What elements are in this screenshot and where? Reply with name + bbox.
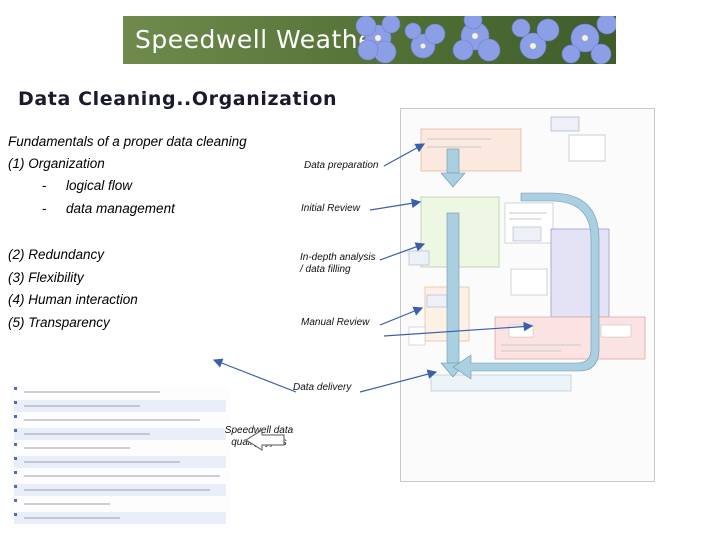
table-row [14,414,226,426]
quality-types-table [10,386,230,528]
sub-dash-2: - [42,201,47,216]
banner-title: Speedwell Weather [135,25,385,54]
table-row [14,442,226,454]
item-redundancy: (2) Redundancy [8,247,105,262]
stage-initial-review: Initial Review [301,203,360,214]
stage-in-depth-analysis: In-depth analysis / data filling [300,252,376,275]
flowchart-thumbnail [400,108,655,482]
sub-dash-1: - [42,178,47,193]
flower-image [355,16,616,64]
intro-heading: Fundamentals of a proper data cleaning [8,134,247,149]
table-text-lines [24,391,220,519]
item-human-interaction: (4) Human interaction [8,292,138,307]
stage-data-delivery: Data delivery [293,382,352,393]
item-flexibility: (3) Flexibility [8,270,84,285]
item-transparency: (5) Transparency [8,315,110,330]
table-row [14,470,226,482]
table-row [14,498,226,510]
left-arrow-icon [245,429,285,451]
stage-manual-review: Manual Review [301,317,370,328]
table-row [14,386,226,398]
banner: Speedwell Weather [123,16,616,64]
flowchart-diagram [408,116,646,392]
item-data-management: data management [66,201,175,216]
stage-data-preparation: Data preparation [304,160,379,171]
item-logical-flow: logical flow [66,178,133,193]
item-organization: (1) Organization [8,156,105,171]
page-title: Data Cleaning..Organization [18,88,338,110]
